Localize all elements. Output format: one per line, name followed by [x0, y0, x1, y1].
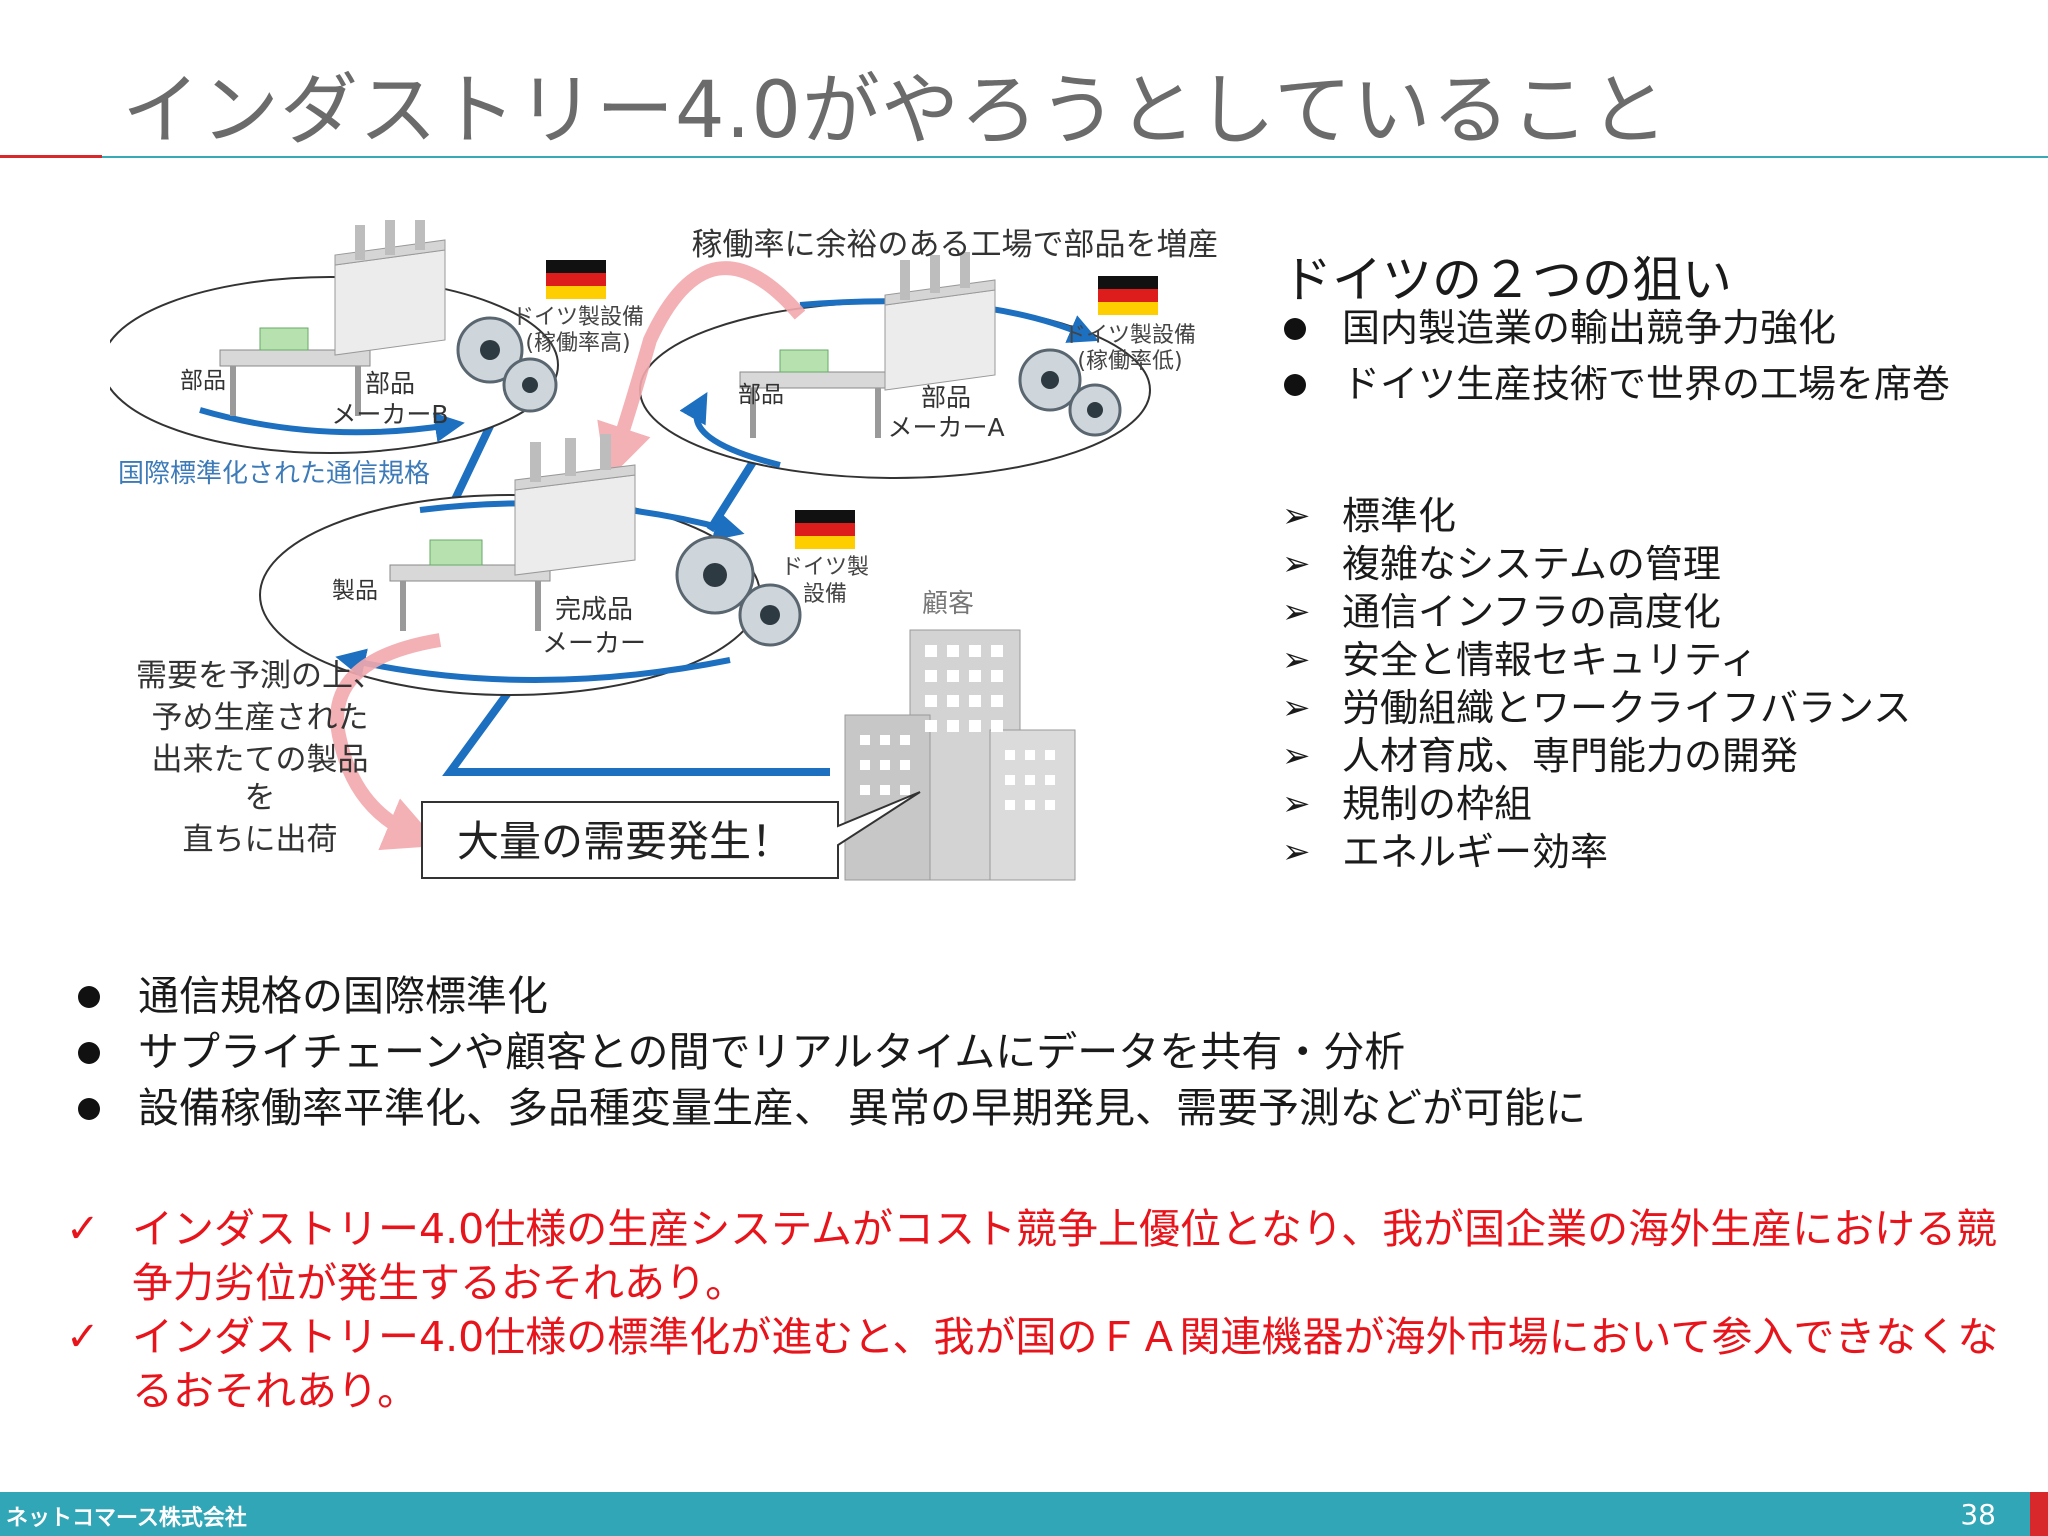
topic-text: 労働組織とワークライフバランス [1342, 686, 1912, 730]
demand-callout-text: 大量の需要発生！ [457, 817, 793, 866]
factory-b-equipment-2: (稼働率高) [525, 331, 630, 356]
footer-red-edge [2030, 1492, 2048, 1536]
topic-text: エネルギー効率 [1342, 830, 1609, 874]
factory-a-group: ドイツ製設備 (稼働率低) 部品 部品 メーカーA [639, 252, 1196, 479]
warnings-list: ✓ インダストリー4.0仕様の生産システムがコスト競争上優位となり、我が国企業の海… [66, 1202, 2006, 1418]
bullet-dot [1284, 318, 1306, 340]
title-rule-red [0, 155, 102, 158]
arrow-bullet-icon: ➢ [1282, 640, 1311, 680]
finished-name-2: メーカー [542, 629, 646, 659]
key-point-text: 通信規格の国際標準化 [138, 972, 548, 1020]
ship-note-line-4: を [245, 780, 276, 816]
top-caption: 稼働率に余裕のある工場で部品を増産 [692, 227, 1219, 263]
checkmark-icon: ✓ [66, 1206, 100, 1252]
finished-equipment-2: 設備 [803, 582, 847, 607]
topic-text: 安全と情報セキュリティ [1342, 638, 1758, 682]
factory-a-equipment-2: (稼働率低) [1077, 349, 1182, 374]
factory-a-equipment-1: ドイツ製設備 [1064, 323, 1196, 348]
ship-note-line-1: 需要を予測の上、 [136, 658, 384, 694]
bullet-dot [78, 1042, 100, 1064]
demand-callout: 大量の需要発生！ [421, 791, 921, 879]
factory-b-part-label: 部品 [180, 368, 226, 394]
warning-item: ✓ インダストリー4.0仕様の生産システムがコスト競争上優位となり、我が国企業の海… [66, 1202, 2006, 1310]
ship-note-line-2: 予め生産された [152, 700, 369, 736]
aims-item-text: 国内製造業の輸出競争力強化 [1342, 306, 1837, 350]
arrow-bullet-icon: ➢ [1282, 544, 1311, 584]
customer-label: 顧客 [922, 589, 974, 619]
factory-b-name-1: 部品 [365, 369, 415, 398]
bullet-dot [1284, 374, 1306, 396]
customer-building-icon [844, 629, 1076, 881]
footer-bar: ネットコマース株式会社 38 [0, 1492, 2048, 1536]
topic-text: 複雑なシステムの管理 [1342, 542, 1721, 586]
aims-heading: ドイツの２つの狙い [1282, 251, 1732, 309]
ship-note-line-5: 直ちに出荷 [183, 822, 338, 858]
topic-text: 人材育成、専門能力の開発 [1342, 734, 1799, 778]
flag-de-b [546, 260, 606, 299]
aims-item-text: ドイツ生産技術で世界の工場を席巻 [1342, 362, 1951, 406]
key-point-text: 設備稼働率平準化、多品種変量生産、 異常の早期発見、需要予測などが可能に [138, 1084, 1587, 1132]
industry40-diagram: ドイツ製設備 (稼働率高) 部品 部品 メーカーB ドイツ製設備 (稼働率低) … [110, 220, 1219, 881]
topic-text: 標準化 [1342, 494, 1457, 538]
factory-a-part-label: 部品 [738, 382, 784, 408]
increase-production-arrow [597, 261, 806, 482]
ship-note-line-3: 出来たての製品 [152, 742, 369, 778]
finished-name-1: 完成品 [555, 595, 633, 625]
flag-de-a [1098, 276, 1158, 315]
arrow-bullet-icon: ➢ [1282, 736, 1311, 776]
warning-text: インダストリー4.0仕様の標準化が進むと、我が国のＦＡ関連機器が海外市場において… [132, 1313, 1999, 1415]
arrow-bullet-icon: ➢ [1282, 496, 1311, 536]
checkmark-icon: ✓ [66, 1314, 100, 1360]
bullet-dot [78, 1098, 100, 1120]
slide-title: インダストリー4.0がやろうとしていること [122, 66, 1669, 156]
title-rule-teal [102, 156, 2048, 158]
topic-text: 規制の枠組 [1342, 782, 1533, 826]
arrow-bullet-icon: ➢ [1282, 592, 1311, 632]
factory-b-name-2: メーカーB [331, 400, 448, 429]
factory-b-equipment-1: ドイツ製設備 [512, 305, 644, 330]
arrow-bullet-icon: ➢ [1282, 688, 1311, 728]
flag-de-finished [795, 510, 855, 549]
arrow-bullet-icon: ➢ [1282, 832, 1311, 872]
finished-equipment-1: ドイツ製 [781, 555, 869, 580]
page-number: 38 [1960, 1498, 1996, 1531]
arrow-bullet-icon: ➢ [1282, 784, 1311, 824]
key-point-text: サプライチェーンや顧客との間でリアルタイムにデータを共有・分析 [138, 1028, 1406, 1076]
footer-company: ネットコマース株式会社 [6, 1506, 247, 1531]
finished-maker-group: ドイツ製 設備 製品 完成品 メーカー [259, 434, 869, 696]
topic-text: 通信インフラの高度化 [1342, 590, 1721, 634]
factory-a-name-2: メーカーA [887, 413, 1004, 442]
network-label: 国際標準化された通信規格 [118, 459, 430, 489]
factory-b-group: ドイツ製設備 (稼働率高) 部品 部品 メーカーB [110, 220, 644, 454]
ship-arrow [330, 633, 442, 851]
ship-note: 需要を予測の上、 予め生産された 出来たての製品 を 直ちに出荷 [136, 658, 384, 858]
finished-product-label: 製品 [332, 578, 378, 604]
warning-item: ✓ インダストリー4.0仕様の標準化が進むと、我が国のＦＡ関連機器が海外市場におい… [66, 1310, 2006, 1418]
factory-a-name-1: 部品 [921, 383, 971, 412]
bullet-dot [78, 986, 100, 1008]
warning-text: インダストリー4.0仕様の生産システムがコスト競争上優位となり、我が国企業の海外… [132, 1205, 1998, 1307]
